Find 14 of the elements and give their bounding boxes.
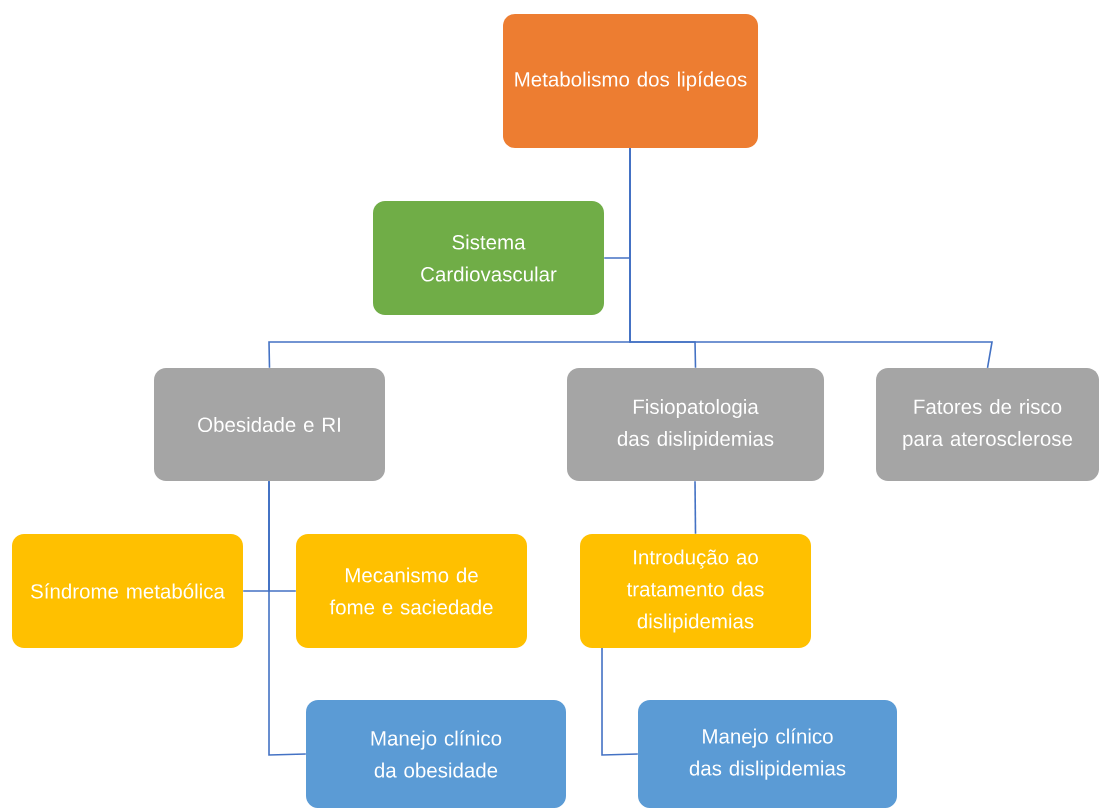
topic-box: Introdução ao tratamento das dislipidemias bbox=[580, 534, 811, 648]
topic-box: Fisiopatologia das dislipidemias bbox=[567, 368, 824, 481]
topic-box: Manejo clínico da obesidade bbox=[306, 700, 566, 808]
topic-box: Fatores de risco para aterosclerose bbox=[876, 368, 1099, 481]
connector-line bbox=[694, 480, 697, 535]
connector-line bbox=[601, 647, 639, 756]
root-box: Metabolismo dos lipídeos bbox=[503, 14, 758, 148]
connector-line bbox=[629, 147, 993, 369]
connector-line bbox=[268, 480, 307, 756]
topic-box: Mecanismo de fome e saciedade bbox=[296, 534, 527, 648]
topic-box: Manejo clínico das dislipidemias bbox=[638, 700, 897, 808]
topic-box: Síndrome metabólica bbox=[12, 534, 243, 648]
topic-box: Obesidade e RI bbox=[154, 368, 385, 481]
topic-box: Sistema Cardiovascular bbox=[373, 201, 604, 315]
